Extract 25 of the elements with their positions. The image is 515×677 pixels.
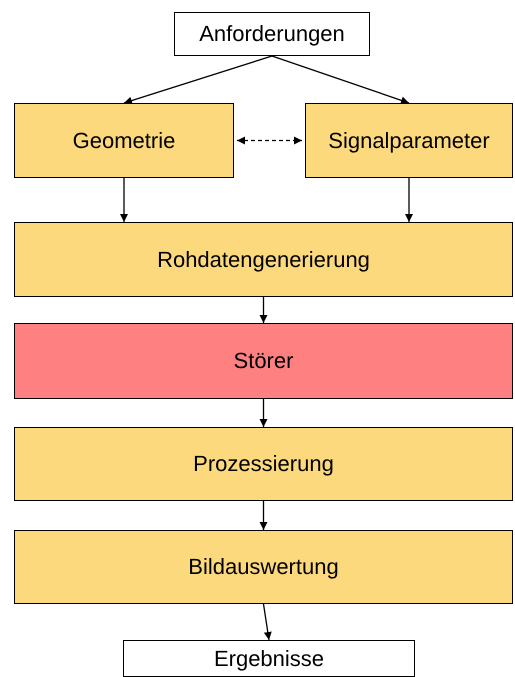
arrow <box>260 501 268 530</box>
arrow <box>405 178 413 222</box>
box-label: Bildauswertung <box>188 554 339 580</box>
arrow <box>120 178 128 222</box>
process-box <box>14 222 513 297</box>
box-label: Störer <box>234 348 294 374</box>
disturbance-box <box>14 323 513 399</box>
arrow <box>260 399 268 427</box>
process-box <box>14 103 234 178</box>
process-box <box>14 427 513 501</box>
box-label: Ergebnisse <box>214 646 324 672</box>
box-label: Rohdatengenerierung <box>157 246 370 272</box>
output-box <box>123 640 415 677</box>
box-label: Signalparameter <box>328 128 490 154</box>
arrow <box>124 55 272 104</box>
process-box <box>14 530 513 604</box>
dashed-arrow <box>237 136 302 144</box>
box-label: Anforderungen <box>199 21 345 47</box>
arrow <box>272 55 410 104</box>
box-label: Prozessierung <box>193 451 334 477</box>
arrow <box>260 297 268 323</box>
input-box <box>174 12 370 56</box>
arrow <box>262 604 272 640</box>
box-label: Geometrie <box>72 128 176 154</box>
process-box <box>305 103 513 178</box>
